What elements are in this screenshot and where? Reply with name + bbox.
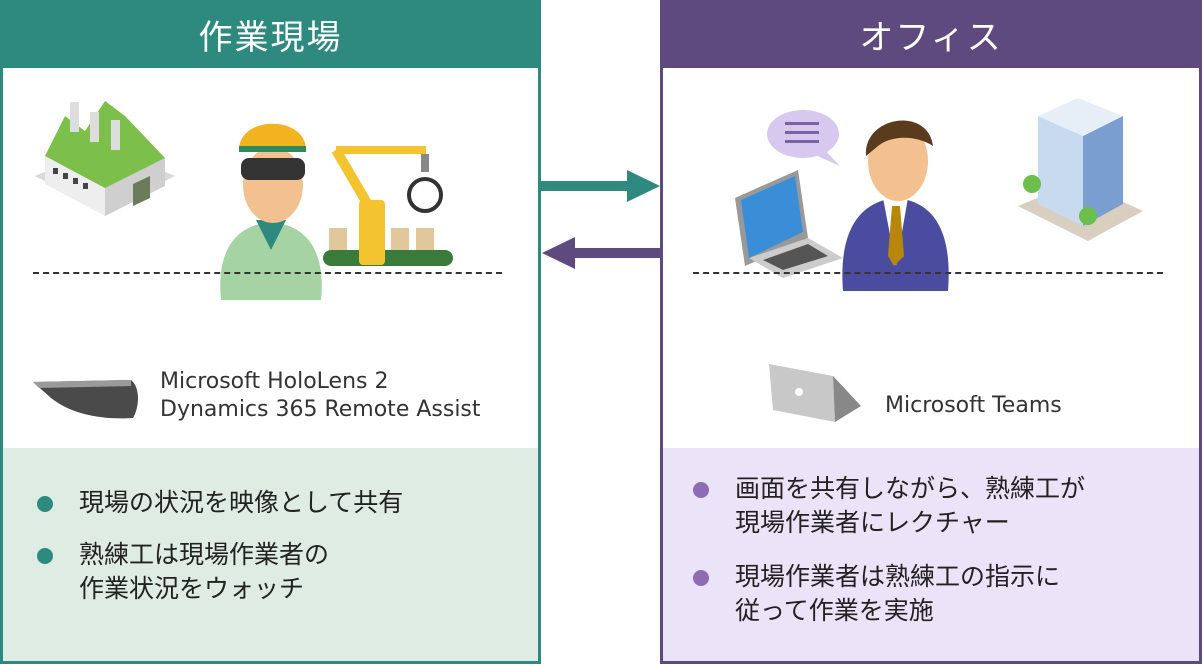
office-building-icon bbox=[1018, 98, 1143, 241]
laptop-icon bbox=[735, 170, 843, 278]
office-to-field-arrow bbox=[542, 237, 661, 269]
field-panel: 作業現場 bbox=[0, 0, 541, 664]
bullet-dot-icon bbox=[693, 482, 709, 498]
tool-name: Microsoft HoloLens 2 bbox=[160, 369, 389, 394]
bullet-dot-icon bbox=[37, 548, 53, 564]
office-panel: オフィス Micr bbox=[660, 0, 1202, 664]
bullet-dot-icon bbox=[37, 496, 53, 512]
bullet-item: 現場の状況を映像として共有 bbox=[37, 486, 403, 520]
tool-name: Dynamics 365 Remote Assist bbox=[160, 397, 481, 422]
field-panel-title: 作業現場 bbox=[0, 0, 541, 68]
factory-icon bbox=[35, 101, 175, 216]
dashed-divider bbox=[33, 272, 502, 274]
field-summary: 現場の状況を映像として共有 熟練工は現場作業者の 作業状況をウォッチ bbox=[3, 448, 538, 661]
hololens-icon bbox=[33, 380, 138, 419]
laptop-icon bbox=[769, 364, 861, 422]
dashed-divider bbox=[693, 272, 1163, 274]
businessman-icon bbox=[842, 120, 949, 291]
bullet-item: 画面を共有しながら、熟練工が 現場作業者にレクチャー bbox=[693, 472, 1085, 540]
robot-arm-conveyor-icon bbox=[323, 146, 453, 266]
tool-name: Microsoft Teams bbox=[885, 393, 1062, 418]
office-panel-title: オフィス bbox=[660, 0, 1202, 68]
office-illustration bbox=[663, 68, 1199, 448]
field-to-office-arrow bbox=[541, 170, 660, 202]
speech-bubble-icon bbox=[767, 110, 840, 166]
bullet-dot-icon bbox=[693, 570, 709, 586]
worker-with-headset-icon bbox=[220, 123, 322, 300]
bullet-item: 現場作業者は熟練工の指示に 従って作業を実施 bbox=[693, 560, 1060, 628]
bullet-item: 熟練工は現場作業者の 作業状況をウォッチ bbox=[37, 538, 329, 606]
office-summary: 画面を共有しながら、熟練工が 現場作業者にレクチャー 現場作業者は熟練工の指示に… bbox=[663, 448, 1199, 661]
